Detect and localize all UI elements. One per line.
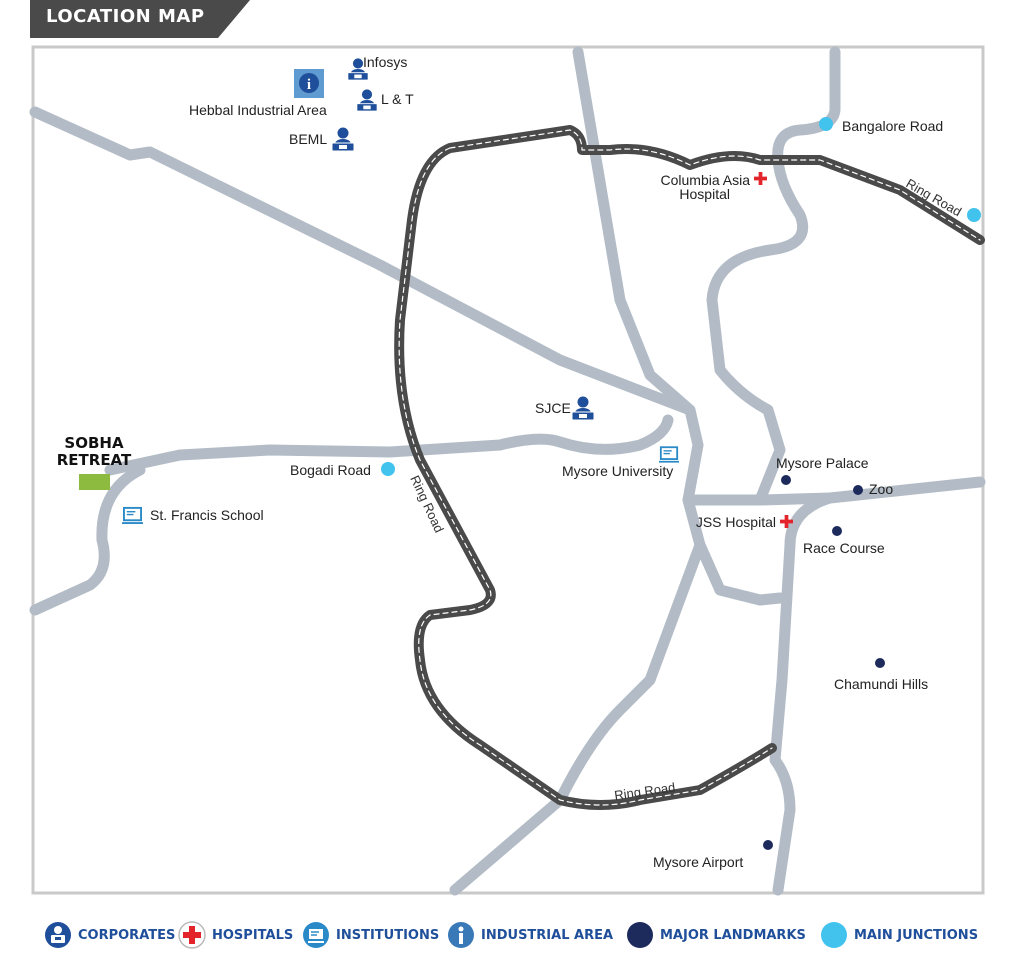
- beml-label: BEML: [289, 131, 327, 147]
- hebbal-label: Hebbal Industrial Area: [189, 102, 327, 118]
- map-title: LOCATION MAP: [46, 6, 205, 27]
- project-name-line1: SOBHA: [64, 434, 124, 452]
- landmark-dot-icon: [875, 658, 885, 668]
- zoo-label: Zoo: [869, 481, 893, 497]
- st-francis-label: St. Francis School: [150, 507, 264, 523]
- road-northwest-diagonal: [29, 106, 696, 416]
- legend-label-hospitals: HOSPITALS: [212, 927, 294, 943]
- junction-dot-icon: [821, 922, 847, 948]
- map-frame: [31, 45, 985, 895]
- chamundi-hills-label: Chamundi Hills: [834, 676, 928, 692]
- road-southwest-diagonal: [449, 539, 706, 896]
- legend-label-corporates: CORPORATES: [78, 927, 176, 943]
- jss-hospital-label: JSS Hospital: [696, 514, 776, 530]
- junction-dot-icon: [819, 117, 833, 131]
- road-bangalore: [706, 46, 841, 506]
- legend-label-institutions: INSTITUTIONS: [336, 927, 440, 943]
- legend-label-landmarks: MAJOR LANDMARKS: [660, 927, 806, 943]
- legend-label-junctions: MAIN JUNCTIONS: [854, 927, 979, 943]
- institution-icon: [303, 922, 329, 948]
- columbia-label-line1: Columbia Asia: [661, 172, 751, 188]
- sjce-label: SJCE: [535, 400, 571, 416]
- bogadi-road-label: Bogadi Road: [290, 462, 371, 478]
- corporate-icon: [45, 922, 71, 948]
- project-location-marker: [79, 474, 110, 490]
- infosys-label: Infosys: [363, 54, 407, 70]
- institution-icon: [122, 506, 143, 525]
- ring-road: [394, 125, 985, 810]
- road-west-loop: [29, 464, 146, 616]
- mysore-university-label: Mysore University: [562, 463, 673, 479]
- info-icon: i: [294, 69, 324, 98]
- landmark-dot-icon: [853, 485, 863, 495]
- legend-main-junctions: MAIN JUNCTIONS: [820, 918, 978, 952]
- landmark-dot-icon: [781, 475, 791, 485]
- lt-label: L & T: [381, 91, 414, 107]
- legend-hospitals: HOSPITALS: [178, 918, 293, 952]
- road-bogadi: [104, 414, 674, 476]
- landmark-dot-icon: [832, 526, 842, 536]
- hospital-icon: [178, 921, 206, 949]
- legend-label-industrial: INDUSTRIAL AREA: [481, 927, 614, 943]
- columbia-label-line2: Hospital: [679, 186, 730, 202]
- landmark-dot-icon: [627, 922, 653, 948]
- mysore-palace-label: Mysore Palace: [776, 455, 869, 471]
- legend-industrial-area: INDUSTRIAL AREA: [447, 918, 613, 952]
- institution-icon: [659, 445, 679, 463]
- legend-institutions: INSTITUTIONS: [302, 918, 439, 952]
- bangalore-road-label: Bangalore Road: [842, 118, 943, 134]
- legend-major-landmarks: MAJOR LANDMARKS: [626, 918, 806, 952]
- legend-corporates: CORPORATES: [44, 918, 175, 952]
- road-south-central: [769, 492, 836, 896]
- road-north-central: [572, 46, 786, 606]
- svg-text:i: i: [307, 77, 311, 93]
- road-network: [29, 46, 986, 896]
- info-icon: [448, 922, 474, 948]
- landmark-dot-icon: [763, 840, 773, 850]
- junction-dot-icon: [381, 462, 395, 476]
- mysore-airport-label: Mysore Airport: [653, 854, 743, 870]
- race-course-label: Race Course: [803, 540, 885, 556]
- project-name-line2: RETREAT: [57, 451, 132, 469]
- map-header: LOCATION MAP: [30, 0, 250, 38]
- road-east: [682, 476, 986, 506]
- header-banner: [30, 0, 250, 38]
- junction-dot-icon: [967, 208, 981, 222]
